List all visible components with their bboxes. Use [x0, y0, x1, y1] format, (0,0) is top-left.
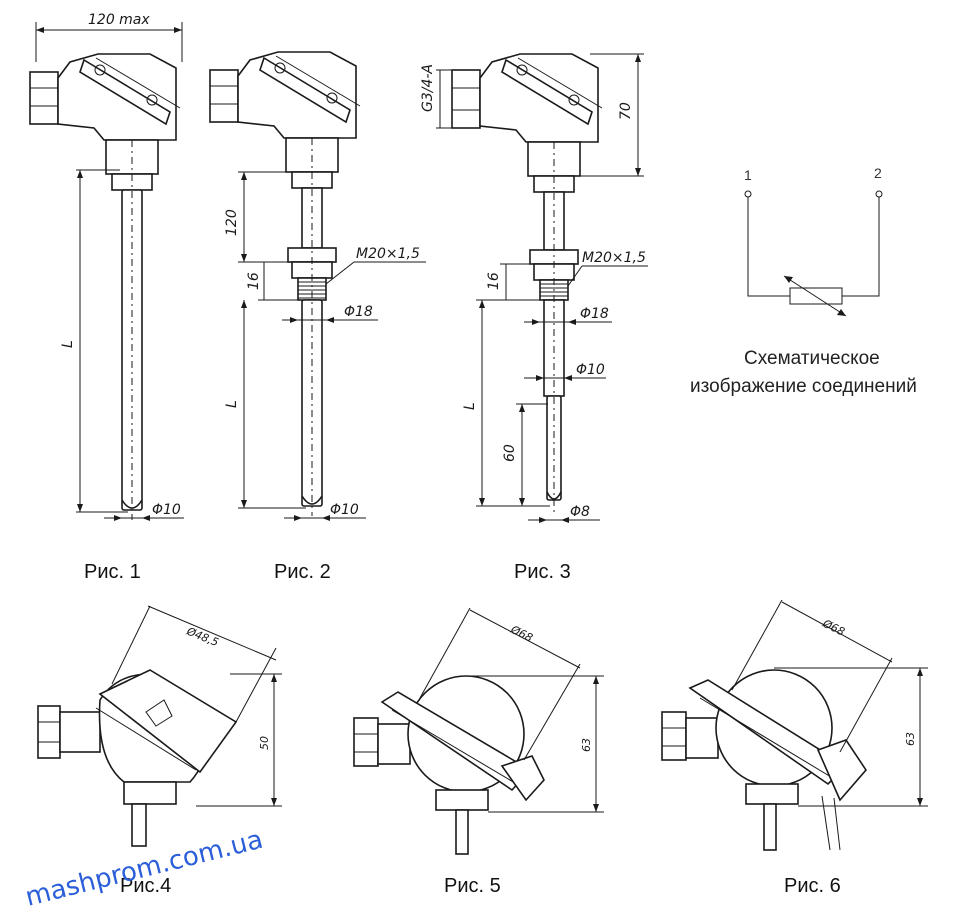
terminal-1-icon [744, 190, 752, 198]
resistor-icon [789, 287, 843, 305]
schematic-caption-line-1: Схематическое [744, 348, 880, 369]
fig5-diameter-label: Ø68 [508, 623, 535, 645]
fig2-fitting-dia-label: Φ18 [344, 304, 373, 320]
schematic-terminal-1-label: 1 [744, 167, 752, 183]
fig1-tip-dia-label: Φ10 [152, 502, 181, 518]
connection-schematic: 1 2 Схематическое изображение соединений [690, 165, 917, 397]
fig5-caption: Рис. 5 [444, 875, 501, 897]
schematic-caption-line-2: изображение соединений [690, 376, 917, 397]
fig2-tip-dia-label: Φ10 [330, 502, 359, 518]
fig3-tip-dia-label: Φ8 [570, 504, 590, 520]
fig4-diameter-label: Ø48,5 [184, 624, 221, 649]
figure-6: Ø68 63 Рис. 6 [661, 599, 928, 897]
fig4-height-label: 50 [258, 736, 271, 750]
schematic-terminal-2-label: 2 [874, 165, 882, 181]
fig5-height-label: 63 [580, 738, 593, 752]
fig3-head-height-label: 70 [618, 102, 634, 120]
figure-2: 120 16 L M20×1,5 Φ18 Φ10 Рис. 2 [209, 51, 426, 583]
fig3-thread-len-label: 16 [486, 272, 502, 290]
fig4-caption: Рис.4 [120, 875, 171, 897]
fig3-caption: Рис. 3 [514, 561, 571, 583]
fig3-length-label: L [462, 402, 478, 410]
fig2-thread-len-label: 16 [246, 272, 262, 290]
fig1-width-label: 120 max [88, 12, 150, 28]
figure-1: 120 max L Φ10 Рис. 1 [29, 12, 184, 583]
figure-5: Ø68 63 Рис. 5 [353, 607, 604, 897]
fig3-thread-label: M20×1,5 [582, 250, 646, 266]
fig3-sheath-dia-label: Φ10 [576, 362, 605, 378]
fig1-length-label: L [60, 340, 76, 348]
fig6-caption: Рис. 6 [784, 875, 841, 897]
fig1-caption: Рис. 1 [84, 561, 141, 583]
figure-4: Ø48,5 50 Рис.4 [37, 605, 282, 897]
fig3-fitting-dia-label: Φ18 [580, 306, 609, 322]
fig6-height-label: 63 [904, 732, 917, 746]
fig2-length-label: L [224, 400, 240, 408]
fig2-neck-label: 120 [224, 209, 240, 236]
fig3-tip-len-label: 60 [502, 444, 518, 462]
fig3-pipe-thread-label: G3/4-A [420, 64, 436, 112]
fig2-thread-label: M20×1,5 [356, 246, 420, 262]
figure-3: G3/4-A 70 16 M20×1,5 Φ18 Φ10 L 60 Φ8 [420, 53, 648, 583]
terminal-2-icon [875, 190, 883, 198]
fig2-caption: Рис. 2 [274, 561, 331, 583]
